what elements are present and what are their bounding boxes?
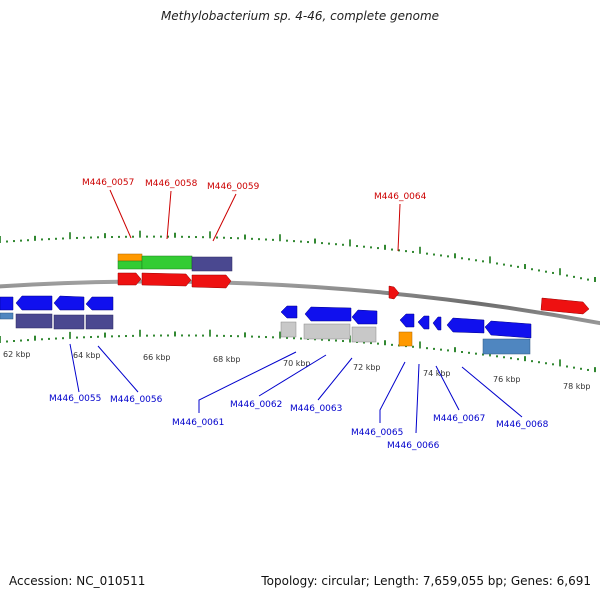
cog-bar-purple (53, 314, 85, 330)
gene-arrow-red[interactable] (117, 272, 142, 286)
gene-arrow-blue[interactable] (484, 320, 532, 339)
gene-label[interactable]: M446_0068 (496, 420, 549, 430)
callout-line (317, 357, 353, 401)
gene-arrow-red[interactable] (540, 297, 590, 315)
bottom-gene-labels: M446_0055 M446_0056 M446_0061 M446_0062 … (49, 394, 549, 451)
outer-tick-row (0, 230, 596, 282)
scale-label: 72 kbp (353, 363, 381, 372)
scale-label: 76 kbp (493, 375, 521, 384)
gene-arrow-blue[interactable] (432, 316, 442, 331)
gene-arrow-blue[interactable] (85, 296, 114, 311)
cog-bar-green (141, 255, 193, 270)
bottom-gene-track (0, 295, 532, 339)
callout-line (415, 363, 420, 434)
gene-label[interactable]: M446_0055 (49, 394, 101, 404)
gene-arrow-blue[interactable] (446, 317, 485, 334)
gene-arrow-blue[interactable] (399, 313, 415, 328)
accession-text: Accession: NC_010511 (9, 574, 146, 588)
callout-line (109, 189, 132, 239)
gene-arrow-blue[interactable] (0, 296, 14, 311)
gene-label[interactable]: M446_0062 (230, 400, 282, 410)
cog-bar-steel (0, 312, 14, 320)
top-gene-labels: M446_0057 M446_0058 M446_0059 M446_0064 (82, 178, 427, 202)
scale-label: 78 kbp (563, 382, 591, 391)
gene-label[interactable]: M446_0056 (110, 395, 163, 405)
scale-label: 64 kbp (73, 351, 101, 360)
callout-line (397, 203, 401, 252)
callout-line (258, 354, 327, 397)
genome-summary-text: Topology: circular; Length: 7,659,055 bp… (261, 574, 591, 588)
gene-label[interactable]: M446_0059 (207, 182, 260, 192)
gene-arrow-red[interactable] (388, 285, 400, 300)
gene-arrow-blue[interactable] (304, 306, 352, 322)
cog-bar-steel (482, 338, 531, 355)
inner-tick-row (0, 329, 596, 373)
callout-line (166, 190, 172, 240)
cog-bar-orange (117, 253, 143, 262)
callout-line (435, 365, 460, 411)
gene-arrow-blue[interactable] (53, 295, 85, 311)
cog-bar-green (117, 260, 143, 270)
cog-bar-gray (280, 321, 297, 338)
gene-label[interactable]: M446_0065 (351, 428, 403, 438)
gene-label[interactable]: M446_0061 (172, 418, 224, 428)
gene-arrow-blue[interactable] (15, 295, 53, 311)
callout-line (69, 343, 80, 393)
genome-backbone (0, 279, 600, 326)
cog-bar-gray (303, 323, 351, 340)
gene-arrow-red[interactable] (191, 274, 232, 289)
cog-bar-purple (85, 314, 114, 330)
cog-bar-purple (191, 256, 233, 272)
scale-label: 74 kbp (423, 369, 451, 378)
gene-label[interactable]: M446_0057 (82, 178, 134, 188)
cog-bar-orange (398, 331, 413, 347)
cog-bar-gray (351, 326, 377, 343)
bottom-callouts (69, 343, 523, 434)
bottom-cog-track (0, 312, 531, 355)
callout-line (379, 361, 406, 423)
gene-arrow-red[interactable] (141, 272, 192, 287)
scale-label: 66 kbp (143, 353, 171, 362)
gene-arrow-blue[interactable] (280, 305, 298, 319)
gene-label[interactable]: M446_0067 (433, 414, 485, 424)
gene-label[interactable]: M446_0058 (145, 179, 198, 189)
top-callouts (109, 189, 401, 252)
callout-line (461, 366, 523, 418)
top-gene-track (117, 272, 590, 315)
scale-label: 62 kbp (3, 350, 31, 359)
callout-line (97, 345, 139, 393)
callout-line (212, 193, 237, 242)
scale-label: 70 kbp (283, 359, 311, 368)
top-cog-track (117, 253, 233, 272)
scale-label: 68 kbp (213, 355, 241, 364)
gene-arrow-blue[interactable] (417, 315, 430, 330)
gene-label[interactable]: M446_0063 (290, 404, 342, 414)
cog-bar-purple (15, 313, 53, 329)
genome-title: Methylobacterium sp. 4-46, complete geno… (160, 9, 440, 23)
callout-line (198, 351, 297, 413)
gene-label[interactable]: M446_0064 (374, 192, 427, 202)
gene-label[interactable]: M446_0066 (387, 441, 440, 451)
gene-arrow-blue[interactable] (351, 309, 378, 325)
scale-labels: 62 kbp 64 kbp 66 kbp 68 kbp 70 kbp 72 kb… (3, 350, 591, 391)
